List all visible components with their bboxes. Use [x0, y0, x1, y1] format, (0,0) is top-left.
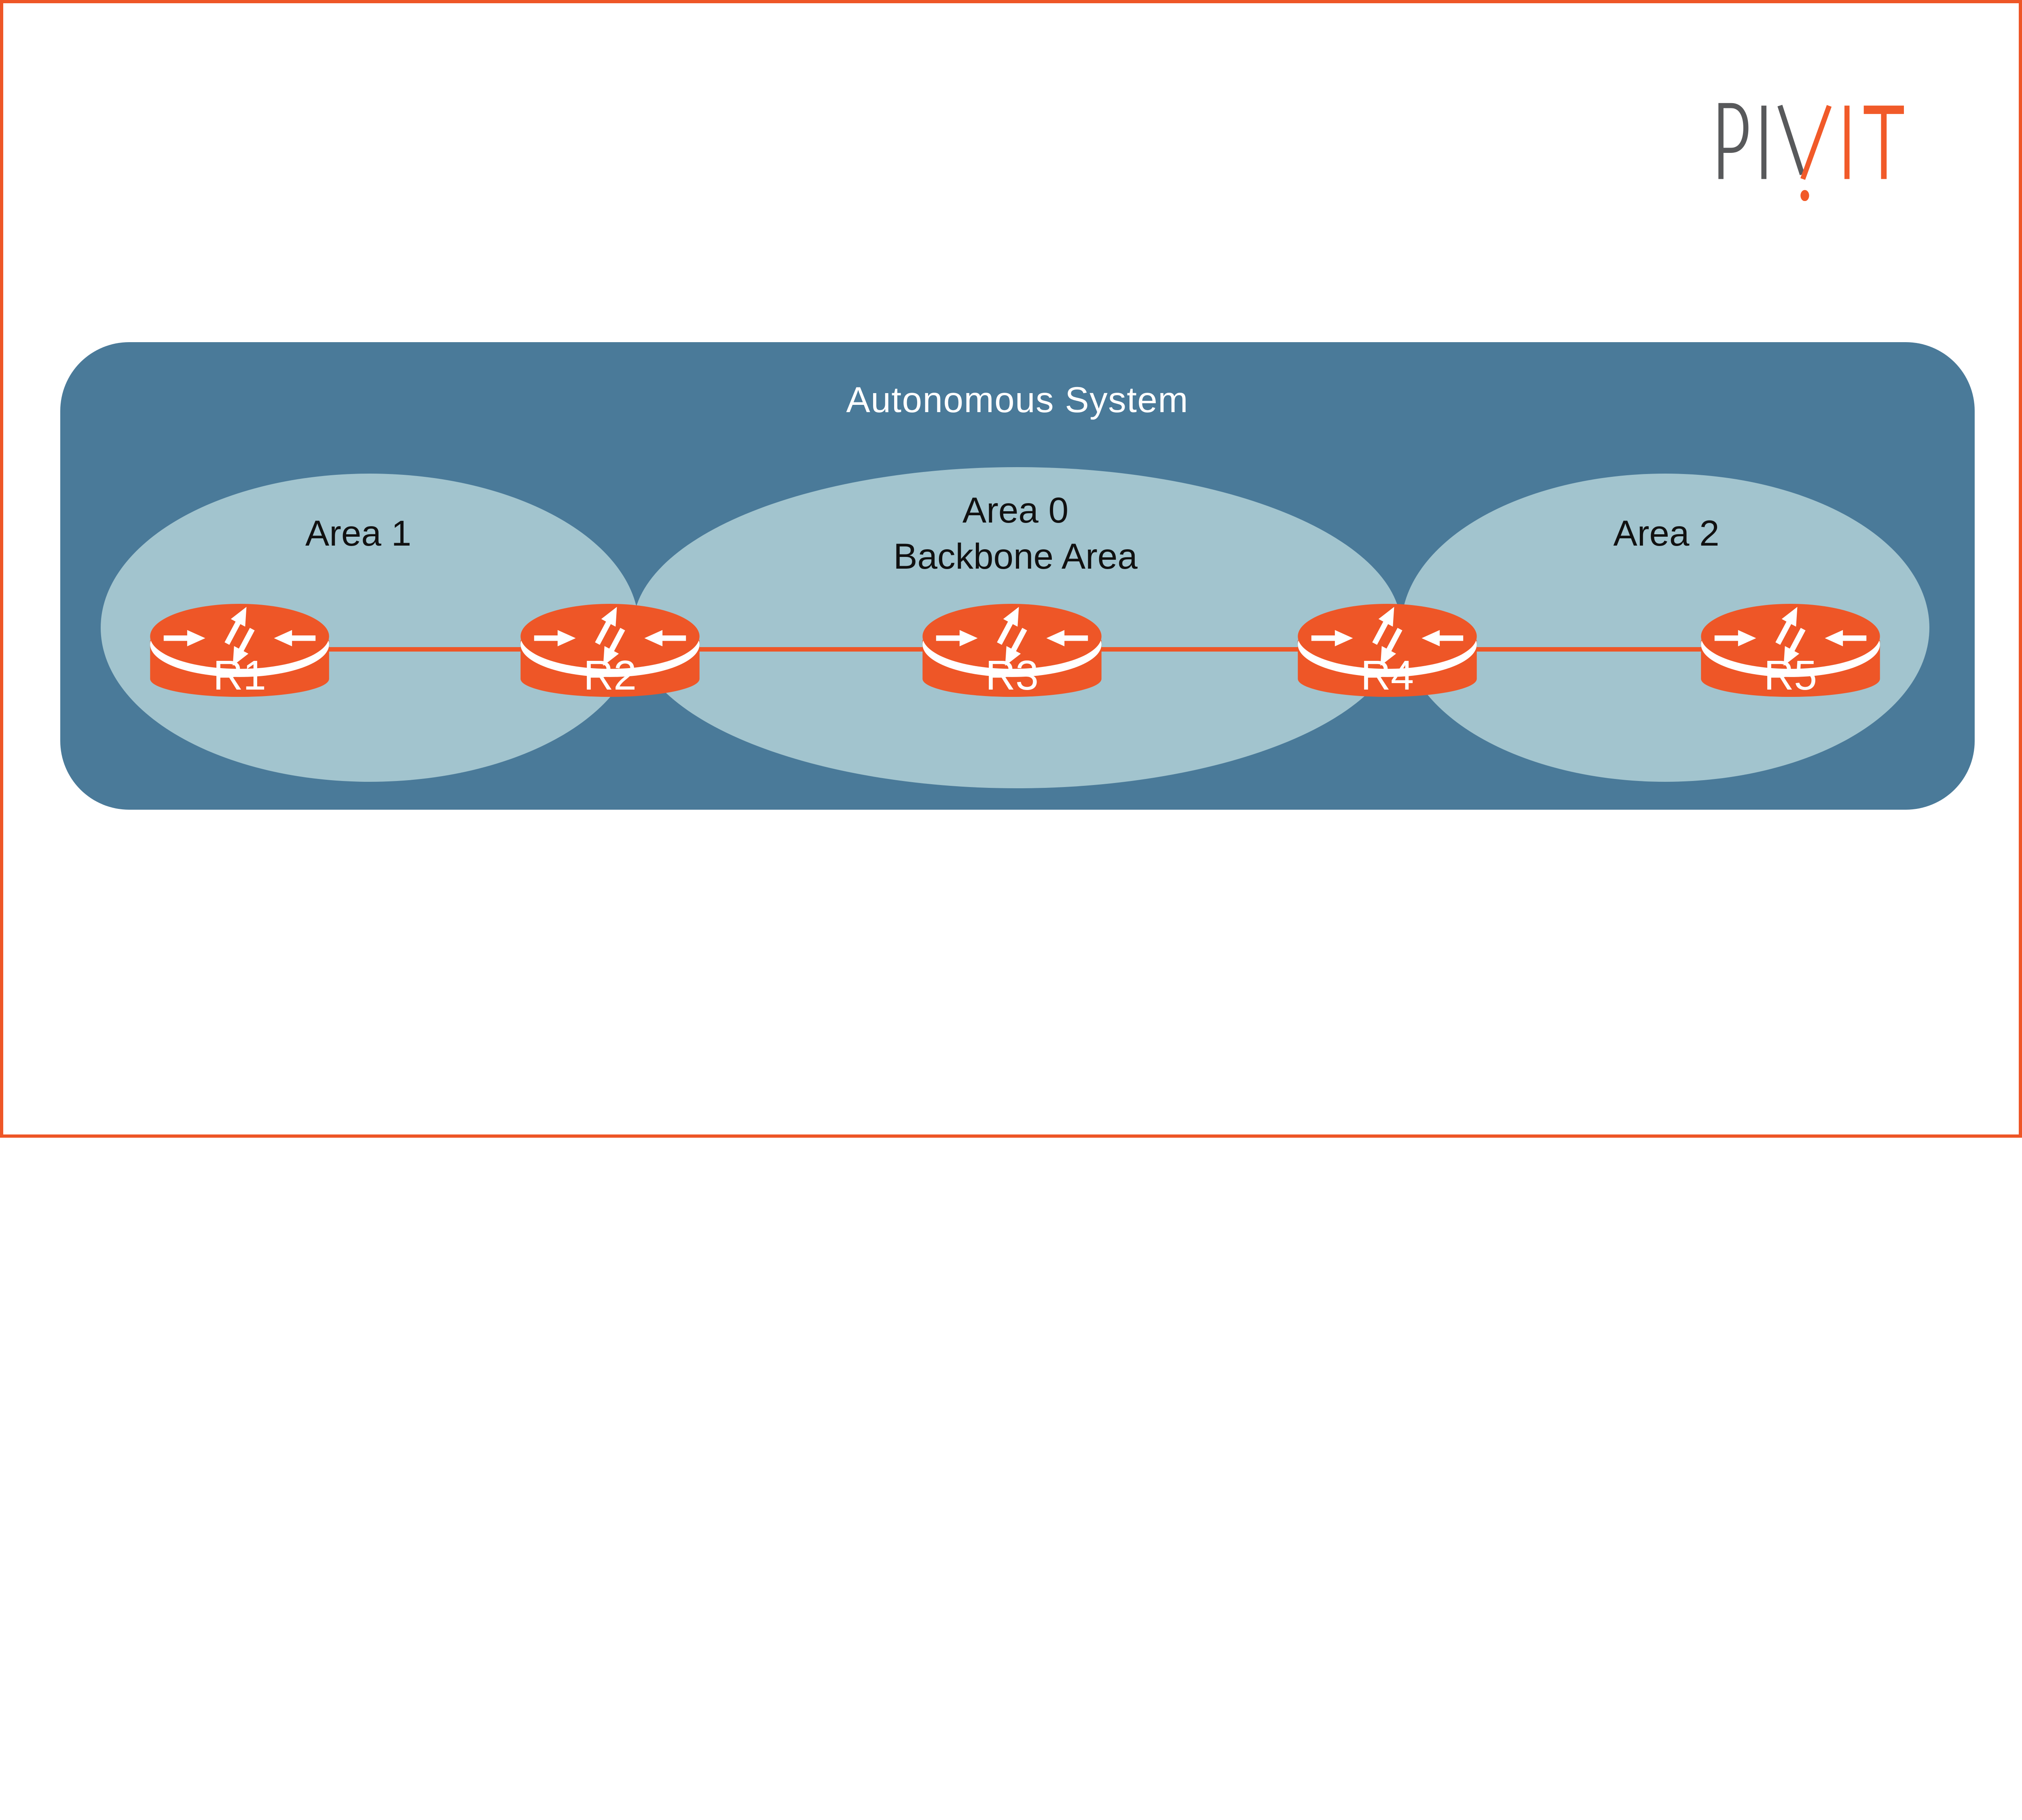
logo-exclaim-slash [1800, 105, 1832, 180]
router-icon: R5 [1701, 603, 1880, 698]
area-0-label-line2: Backbone Area [893, 535, 1138, 576]
area-2-label: Area 2 [1613, 512, 1720, 553]
router-r2: R2 [520, 603, 700, 699]
logo-exclaim-dot [1800, 190, 1809, 201]
router-icon: R2 [520, 603, 700, 698]
router-icon: R1 [150, 603, 329, 698]
router-icon: R4 [1298, 603, 1477, 698]
router-top [520, 603, 700, 669]
router-top [1298, 603, 1477, 669]
pivit-logo-graphic [1718, 103, 1904, 201]
router-label: R4 [1361, 652, 1414, 698]
router-icon: R3 [922, 603, 1102, 698]
area-0-label: Area 0 Backbone Area [893, 487, 1138, 579]
logo-letter-p [1718, 103, 1749, 179]
pivit-logo: PIV!T [1716, 99, 1904, 201]
area-1-label: Area 1 [305, 512, 412, 553]
router-top [150, 603, 329, 669]
router-label: R3 [986, 652, 1038, 698]
router-top [922, 603, 1102, 669]
slide-canvas: PIV!T Autonomous System Area 1 Area 0 [0, 0, 2022, 1138]
router-r3: R3 [922, 603, 1102, 699]
logo-letter-t-bar [1863, 105, 1904, 114]
autonomous-system-title: Autonomous System [846, 379, 1189, 420]
router-label: R2 [584, 652, 637, 698]
router-label: R1 [213, 652, 266, 698]
router-r5: R5 [1700, 603, 1881, 699]
logo-letter-v-left [1777, 104, 1805, 175]
router-label: R5 [1764, 652, 1817, 698]
router-top [1701, 603, 1880, 669]
router-r1: R1 [149, 603, 330, 699]
area-0-label-line1: Area 0 [962, 489, 1069, 530]
router-r4: R4 [1297, 603, 1478, 699]
